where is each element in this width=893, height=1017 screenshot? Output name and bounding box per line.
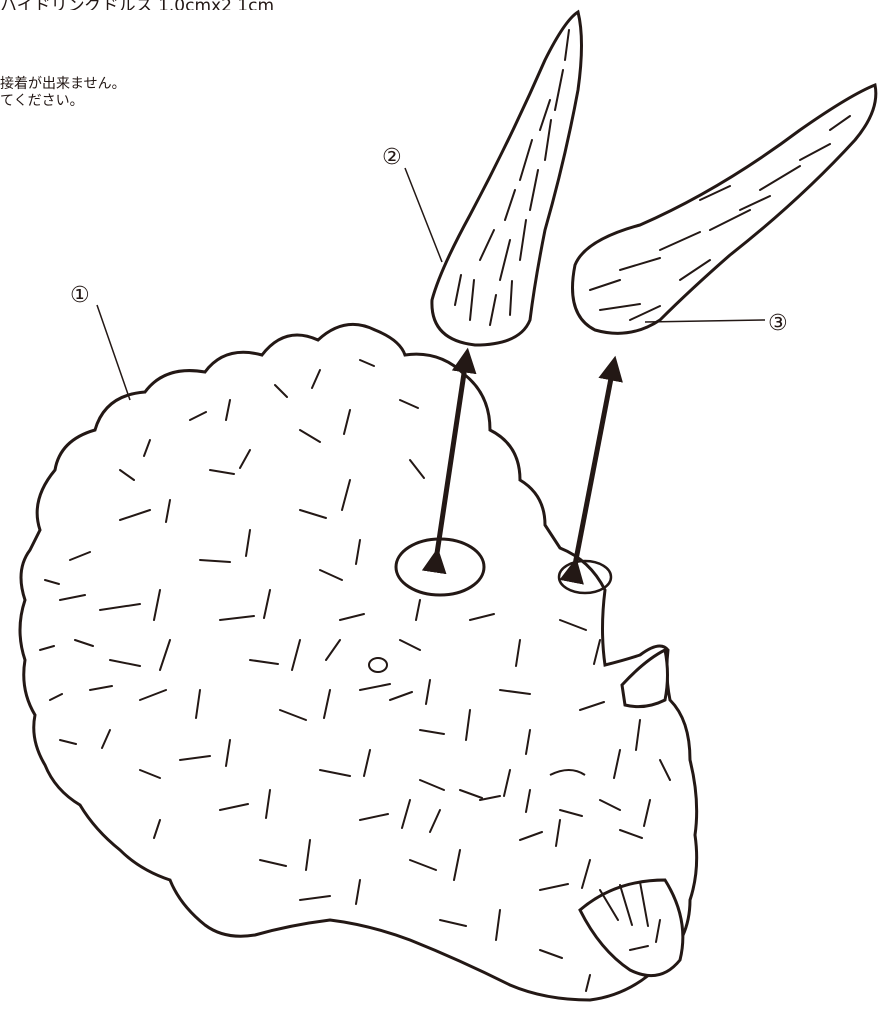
leader-2 — [405, 168, 442, 262]
callout-2: ② — [382, 145, 402, 170]
horn-3-outline — [573, 85, 876, 333]
callout-1: ① — [70, 283, 90, 308]
eye — [369, 658, 387, 672]
leader-1 — [97, 305, 130, 400]
horn-2-outline — [432, 12, 582, 345]
callout-3: ③ — [768, 311, 788, 336]
arrow-horn-3 — [574, 368, 613, 570]
horn-part-2 — [432, 12, 582, 345]
leader-3 — [645, 320, 765, 322]
horn-part-3 — [573, 85, 876, 333]
